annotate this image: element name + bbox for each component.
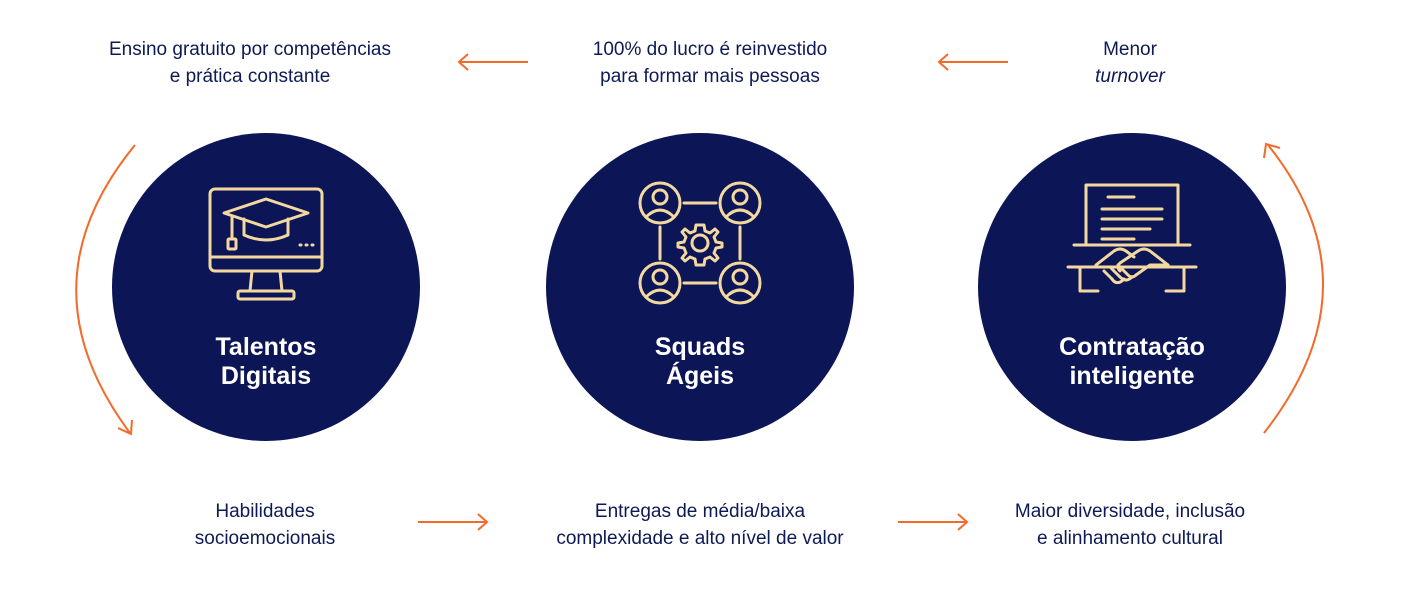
circle-contratacao-inteligente: Contratação inteligente — [978, 133, 1286, 441]
circle-label: Talentos Digitais — [112, 333, 420, 391]
circle-label-line: Contratação — [1059, 333, 1205, 361]
caption-top-center: 100% do lucro é reinvestido para formar … — [540, 36, 880, 90]
caption-line: Menor — [1103, 39, 1157, 60]
circle-label: Contratação inteligente — [978, 333, 1286, 391]
caption-bottom-right: Maior diversidade, inclusão e alinhament… — [985, 498, 1275, 552]
arrow-right-bottom-center — [898, 513, 969, 531]
caption-line: Ensino gratuito por competências — [109, 39, 391, 60]
circle-label-line: Digitais — [220, 362, 312, 390]
graduation-monitor-icon — [208, 187, 324, 301]
caption-line: para formar mais pessoas — [600, 66, 820, 87]
caption-top-right: Menor turnover — [1030, 36, 1230, 90]
caption-top-left: Ensino gratuito por competências e práti… — [70, 36, 430, 90]
caption-line: e alinhamento cultural — [1037, 528, 1223, 549]
circle-talentos-digitais: Talentos Digitais — [112, 133, 420, 441]
curved-arrow-left — [75, 144, 136, 436]
circle-label-line: Squads — [654, 333, 746, 361]
arrow-left-top-right — [937, 53, 1008, 71]
arrow-left-top-center — [457, 53, 528, 71]
circle-label-line: inteligente — [1069, 362, 1195, 390]
circle-label: Squads Ágeis — [546, 333, 854, 391]
circle-squads-ageis: Squads Ágeis — [546, 133, 854, 441]
caption-line: Habilidades — [215, 501, 315, 522]
circle-label-line: Talentos — [215, 333, 317, 361]
caption-line: Maior diversidade, inclusão — [1014, 501, 1246, 522]
caption-bottom-left: Habilidades socioemocionais — [150, 498, 380, 552]
caption-line: socioemocionais — [194, 528, 336, 549]
arrow-right-bottom-left — [418, 513, 489, 531]
caption-line: Entregas de média/baixa — [594, 501, 806, 522]
caption-line: e prática constante — [169, 66, 331, 87]
caption-line: 100% do lucro é reinvestido — [592, 39, 828, 60]
caption-line: complexidade e alto nível de valor — [556, 528, 844, 549]
caption-line: turnover — [1095, 66, 1165, 87]
caption-bottom-center: Entregas de média/baixa complexidade e a… — [520, 498, 880, 552]
curved-arrow-right — [1263, 142, 1324, 434]
team-gear-icon — [638, 181, 762, 305]
circle-label-line: Ágeis — [665, 362, 735, 390]
contract-handshake-icon — [1066, 183, 1198, 293]
